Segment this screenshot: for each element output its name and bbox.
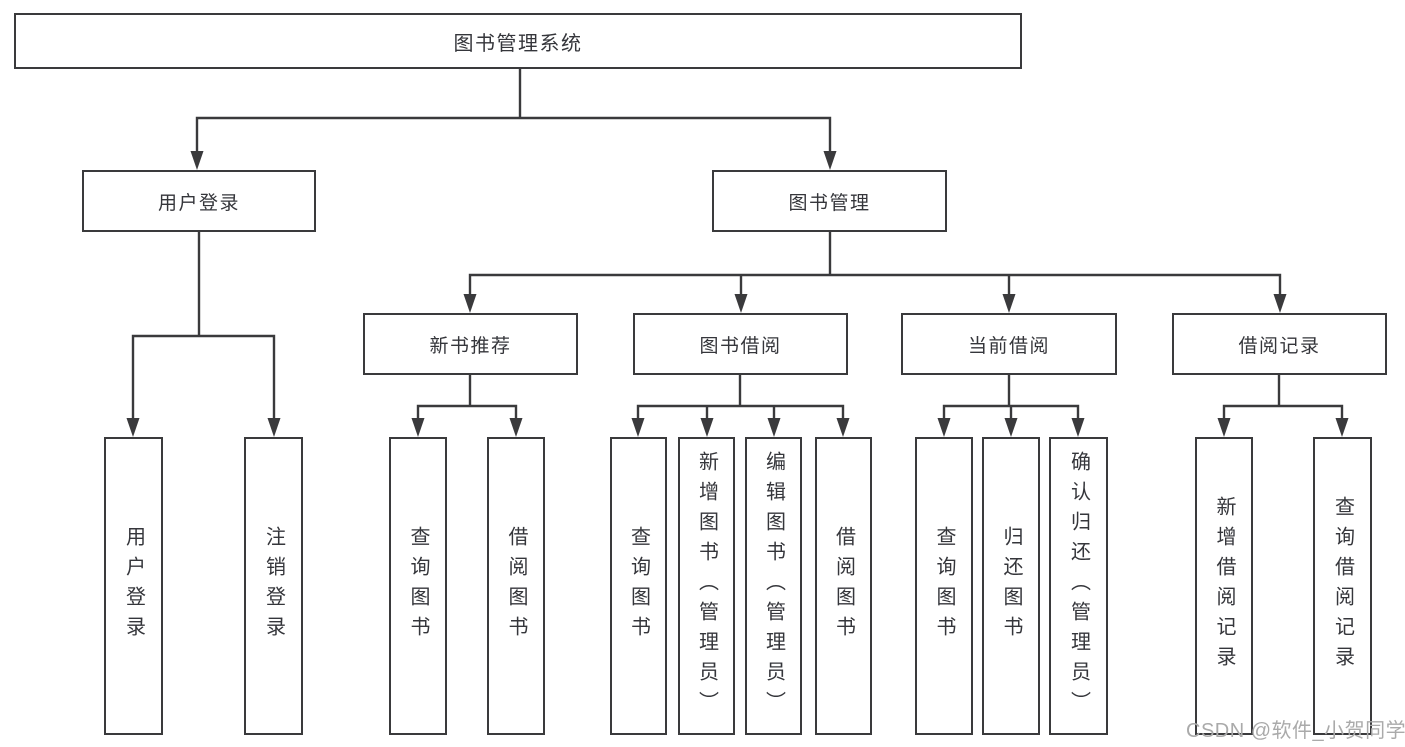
leaf-edit-books-admin: 编辑图书（管理员） (745, 437, 802, 735)
leaf-borrow-books: 借阅图书 (487, 437, 545, 735)
leaf-label: 注销登录 (262, 526, 285, 646)
node-library-management-system: 图书管理系统 (14, 13, 1022, 69)
leaf-label: 新增借阅记录 (1213, 496, 1235, 676)
leaf-borrow-books: 借阅图书 (815, 437, 872, 735)
leaf-query-books: 查询图书 (389, 437, 447, 735)
leaf-logout-login: 注销登录 (244, 437, 303, 735)
leaf-label: 用户登录 (122, 526, 145, 646)
leaf-label: 确认归还（管理员） (1067, 451, 1090, 721)
node-new-book-recommendation: 新书推荐 (363, 313, 578, 375)
leaf-label: 查询图书 (627, 526, 650, 646)
leaf-query-books: 查询图书 (610, 437, 667, 735)
node-book-borrowing: 图书借阅 (633, 313, 848, 375)
leaf-label: 查询借阅记录 (1331, 496, 1354, 676)
node-user-login: 用户登录 (82, 170, 316, 232)
leaf-label: 归还图书 (1000, 526, 1022, 646)
leaf-label: 编辑图书（管理员） (762, 451, 785, 721)
leaf-query-books: 查询图书 (915, 437, 973, 735)
node-borrowing-records: 借阅记录 (1172, 313, 1387, 375)
leaf-label: 新增图书（管理员） (695, 451, 718, 721)
leaf-add-books-admin: 新增图书（管理员） (678, 437, 735, 735)
leaf-confirm-return-admin: 确认归还（管理员） (1049, 437, 1108, 735)
leaf-label: 借阅图书 (832, 526, 855, 646)
leaf-return-books: 归还图书 (982, 437, 1040, 735)
leaf-label: 查询图书 (407, 526, 429, 646)
leaf-user-login: 用户登录 (104, 437, 163, 735)
leaf-query-borrow-record: 查询借阅记录 (1313, 437, 1372, 735)
node-book-management: 图书管理 (712, 170, 947, 232)
leaf-add-borrow-record: 新增借阅记录 (1195, 437, 1253, 735)
node-current-borrowing: 当前借阅 (901, 313, 1117, 375)
watermark: CSDN @软件_小贺同学 (1186, 720, 1405, 742)
leaf-label: 查询图书 (933, 526, 955, 646)
leaf-label: 借阅图书 (505, 526, 527, 646)
